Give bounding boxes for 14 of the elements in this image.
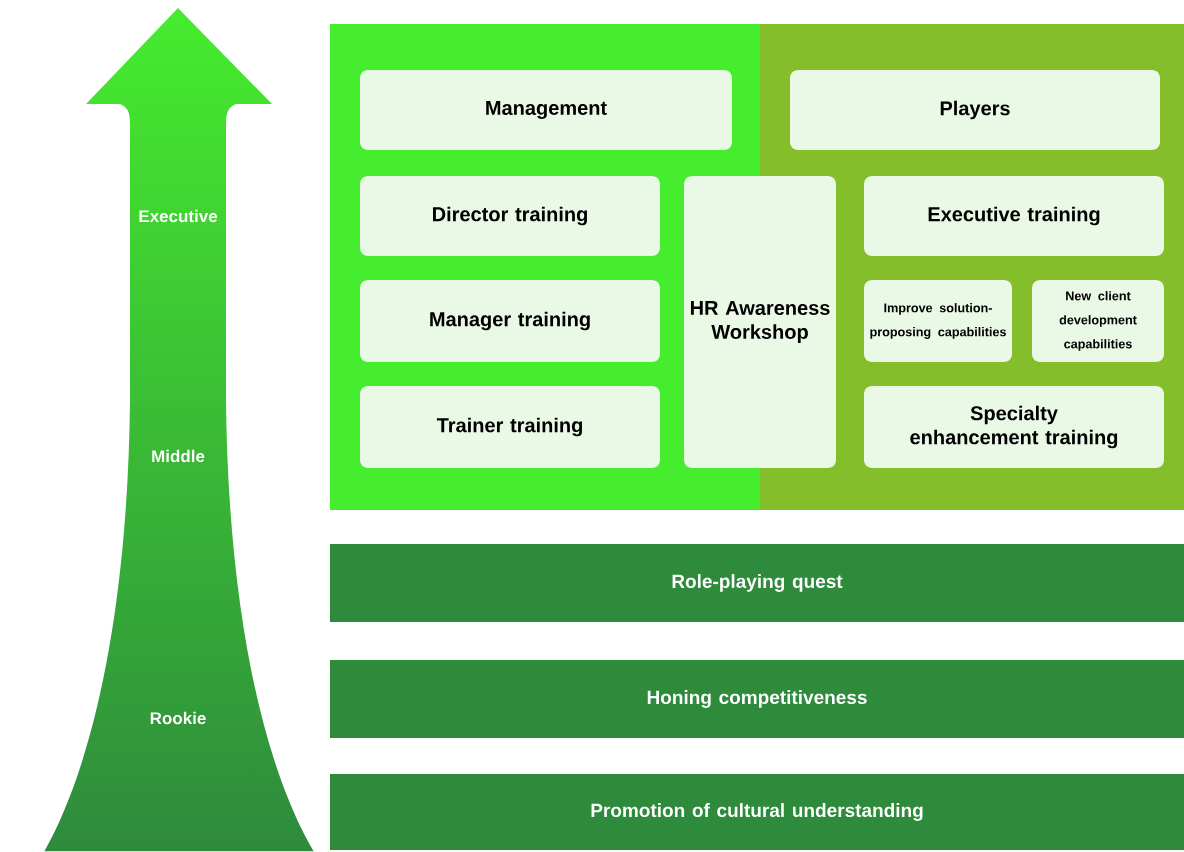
level-band: Honing competitiveness	[330, 660, 1184, 738]
level-label: Middle	[152, 449, 205, 463]
training-box: Executive training	[864, 176, 1164, 256]
level-band: Role-playing quest	[330, 544, 1184, 622]
training-box: Manager training	[360, 280, 660, 362]
level-band: Promotion of cultural understanding	[330, 774, 1184, 850]
training-box: HR Awareness Workshop	[684, 176, 836, 468]
training-box: Players	[790, 70, 1160, 150]
training-box: Trainer training	[360, 386, 660, 468]
training-box: Director training	[360, 176, 660, 256]
level-label: Executive	[139, 209, 218, 223]
training-box: Specialty enhancement training	[864, 386, 1164, 468]
level-label: Rookie	[150, 711, 206, 725]
training-box: Management	[360, 70, 732, 150]
